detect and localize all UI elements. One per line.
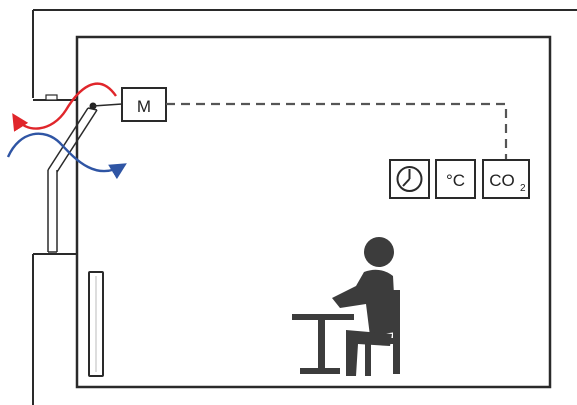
sensor-temperature: °C — [435, 159, 476, 199]
motor-label: M — [137, 97, 151, 116]
control-line — [166, 102, 508, 160]
supply-air-arrow — [6, 132, 127, 180]
room-wall — [75, 35, 552, 389]
sensor-co2: CO 2 — [482, 159, 530, 199]
sensor-clock — [389, 159, 430, 199]
desk — [292, 314, 354, 374]
exhaust-air-arrow — [12, 82, 117, 132]
clock-icon — [396, 166, 423, 192]
co2-label-main: CO — [489, 171, 515, 190]
temperature-label: °C — [446, 171, 465, 190]
window-frame — [33, 94, 77, 255]
co2-subscript: 2 — [520, 183, 526, 194]
actuator-link — [92, 103, 123, 107]
building-outline — [32, 9, 577, 405]
co2-label: CO — [489, 171, 515, 190]
occupant — [332, 237, 396, 376]
